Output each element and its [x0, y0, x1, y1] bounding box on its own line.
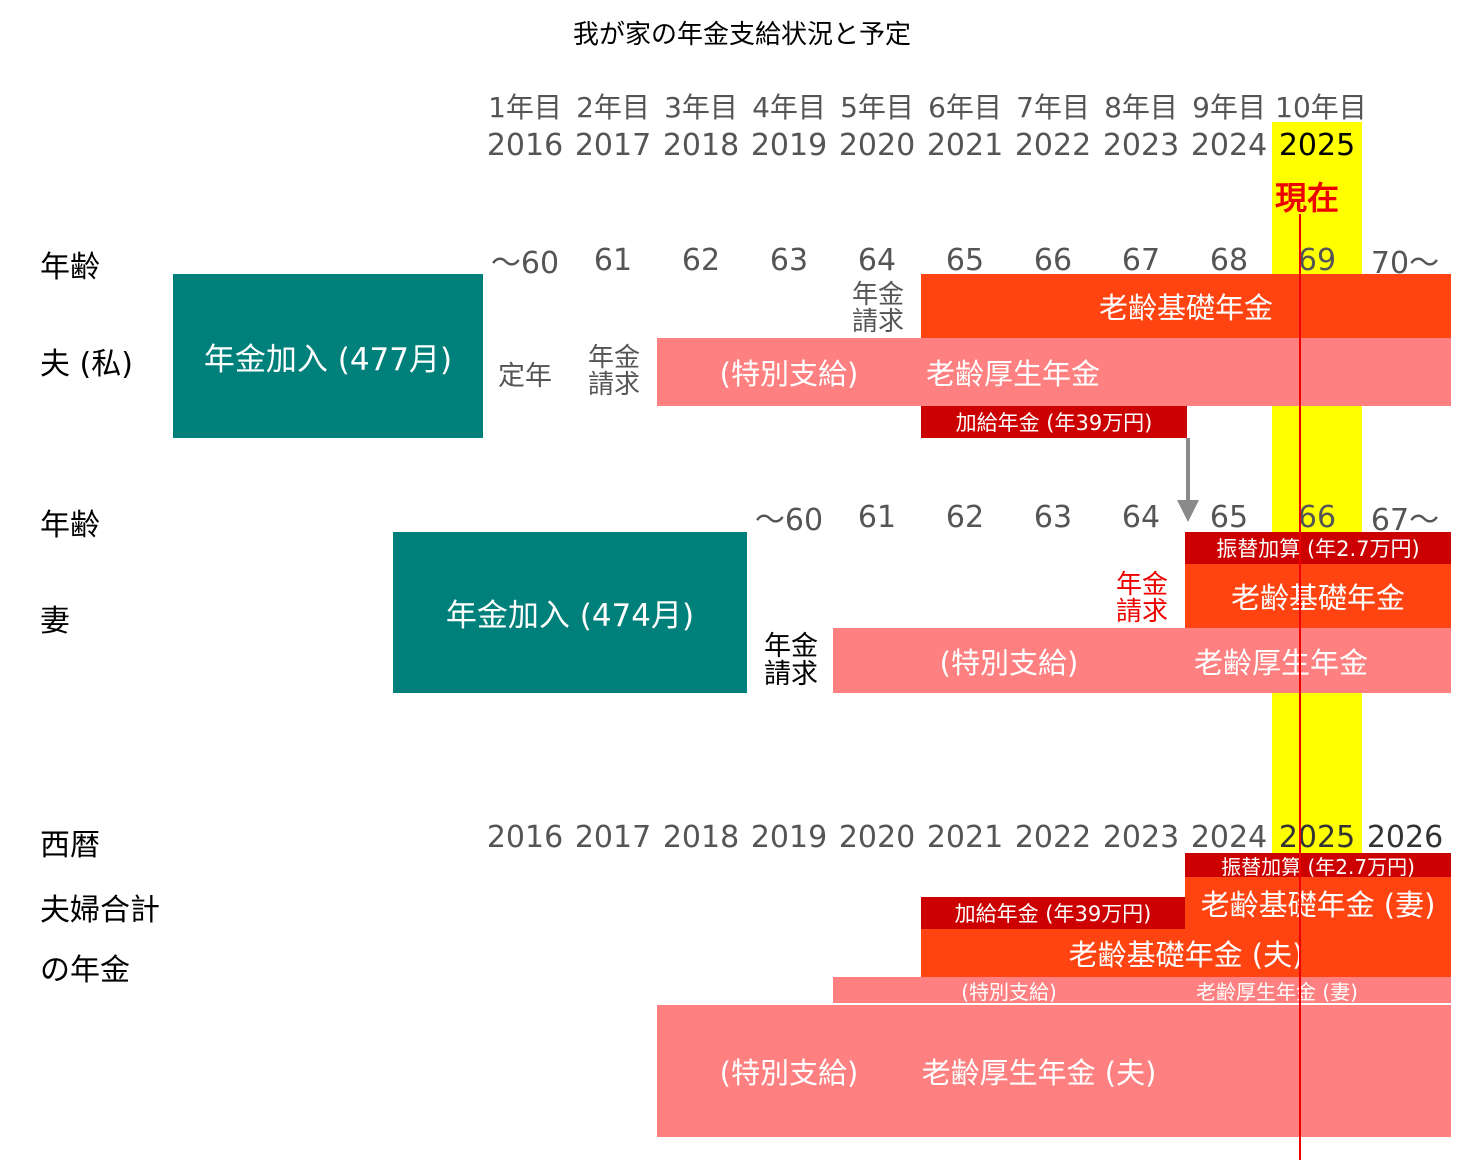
arrow-down-icon [1177, 438, 1199, 522]
total-row-label-1: 夫婦合計 [40, 893, 160, 928]
total-wife-basic-bar: 老齢基礎年金 (妻) [1185, 877, 1451, 929]
current-year-highlight-low [1272, 692, 1362, 854]
total-year: 2020 [838, 819, 916, 855]
year-number: 10年目 [1275, 91, 1367, 124]
husband-age: 68 [1209, 242, 1249, 278]
total-year: 2023 [1102, 819, 1180, 855]
husband-age-label: 年齢 [40, 250, 100, 285]
husband-age: 61 [593, 242, 633, 278]
total-year: 2016 [486, 819, 564, 855]
husband-age: 62 [681, 242, 721, 278]
total-year: 2018 [662, 819, 740, 855]
wife-age-label: 年齢 [40, 508, 100, 543]
year-value: 2016 [486, 127, 564, 163]
year-value: 2020 [838, 127, 916, 163]
wife-employee-pension-bar: (特別支給) 老齢厚生年金 [833, 628, 1451, 693]
wife-transfer-bar: 振替加算 (年2.7万円) [1185, 532, 1451, 564]
husband-age: 66 [1033, 242, 1073, 278]
current-year-value: 2025 [1278, 127, 1356, 163]
wife-employee-label: 老齢厚生年金 [1193, 645, 1368, 680]
total-transfer-bar: 振替加算 (年2.7万円) [1185, 853, 1451, 879]
wife-age: 64 [1121, 499, 1161, 535]
wife-age: 〜60 [754, 503, 824, 538]
current-year-highlight-mid [1272, 404, 1362, 532]
year-value: 2021 [926, 127, 1004, 163]
year-number: 5年目 [840, 91, 914, 124]
total-additional-bar: 加給年金 (年39万円) [921, 897, 1185, 929]
current-year-highlight-top [1272, 122, 1362, 274]
husband-employee-pension-bar: (特別支給) 老齢厚生年金 [657, 338, 1451, 406]
year-number: 7年目 [1016, 91, 1090, 124]
husband-special-label: (特別支給) [719, 357, 859, 391]
page-title: 我が家の年金支給状況と予定 [572, 19, 911, 50]
total-year: 2022 [1014, 819, 1092, 855]
wife-special-label: (特別支給) [939, 645, 1079, 680]
year-value: 2018 [662, 127, 740, 163]
wife-enrolled-bar: 年金加入 (474月) [393, 532, 747, 693]
husband-claim-note-1: 年金 請求 [587, 343, 640, 400]
total-year: 2019 [750, 819, 828, 855]
total-year: 2021 [926, 819, 1004, 855]
wife-age: 67〜 [1370, 503, 1440, 538]
total-wife-employee-bar: (特別支給) 老齢厚生年金 (妻) [833, 977, 1451, 1004]
total-year: 2026 [1366, 819, 1444, 855]
wife-basic-pension-bar: 老齢基礎年金 [1185, 564, 1451, 628]
year-number: 2年目 [576, 91, 650, 124]
total-husband-basic-bar: 老齢基礎年金 (夫) [921, 929, 1451, 977]
husband-claim-note-2: 年金 請求 [851, 280, 904, 337]
husband-age: 64 [857, 242, 897, 278]
husband-row-label: 夫 (私) [40, 347, 133, 382]
total-husband-special-label: (特別支給) [719, 1056, 859, 1090]
year-value: 2019 [750, 127, 828, 163]
husband-employee-label: 老齢厚生年金 [925, 357, 1100, 391]
total-wife-employee-label: 老齢厚生年金 (妻) [1196, 979, 1358, 1004]
total-wife-special-label: (特別支給) [961, 979, 1057, 1004]
wife-claim-note-2: 年金 請求 [1115, 570, 1168, 627]
husband-additional-pension-bar: 加給年金 (年39万円) [921, 406, 1187, 438]
husband-age: 67 [1121, 242, 1161, 278]
year-number: 3年目 [664, 91, 738, 124]
year-value: 2017 [574, 127, 652, 163]
year-value: 2022 [1014, 127, 1092, 163]
wife-age: 62 [945, 499, 985, 535]
husband-age: 〜60 [490, 246, 560, 281]
wife-claim-note-1: 年金 請求 [764, 631, 818, 690]
total-husband-employee-bar: (特別支給) 老齢厚生年金 (夫) [657, 1005, 1451, 1137]
year-number: 4年目 [752, 91, 826, 124]
current-year-line [1299, 214, 1301, 1160]
husband-retire-note: 定年 [498, 360, 552, 392]
total-row-label-2: の年金 [40, 953, 130, 988]
total-year: 2025 [1278, 819, 1356, 855]
wife-age: 63 [1033, 499, 1073, 535]
total-year: 2017 [574, 819, 652, 855]
total-year-label: 西暦 [40, 828, 100, 863]
husband-enrolled-bar: 年金加入 (477月) [173, 274, 483, 438]
total-husband-employee-label: 老齢厚生年金 (夫) [921, 1056, 1157, 1090]
year-value: 2023 [1102, 127, 1180, 163]
husband-age: 69 [1297, 242, 1337, 278]
husband-basic-pension-bar: 老齢基礎年金 [921, 274, 1451, 338]
year-number: 1年目 [488, 91, 562, 124]
wife-age: 61 [857, 499, 897, 535]
wife-row-label: 妻 [40, 604, 70, 639]
wife-age: 65 [1209, 499, 1249, 535]
year-number: 6年目 [928, 91, 1002, 124]
total-year: 2024 [1190, 819, 1268, 855]
current-label: 現在 [1274, 179, 1339, 217]
wife-age: 66 [1297, 499, 1337, 535]
year-number: 8年目 [1104, 91, 1178, 124]
year-value: 2024 [1190, 127, 1268, 163]
husband-age: 63 [769, 242, 809, 278]
year-number: 9年目 [1192, 91, 1266, 124]
husband-age: 65 [945, 242, 985, 278]
